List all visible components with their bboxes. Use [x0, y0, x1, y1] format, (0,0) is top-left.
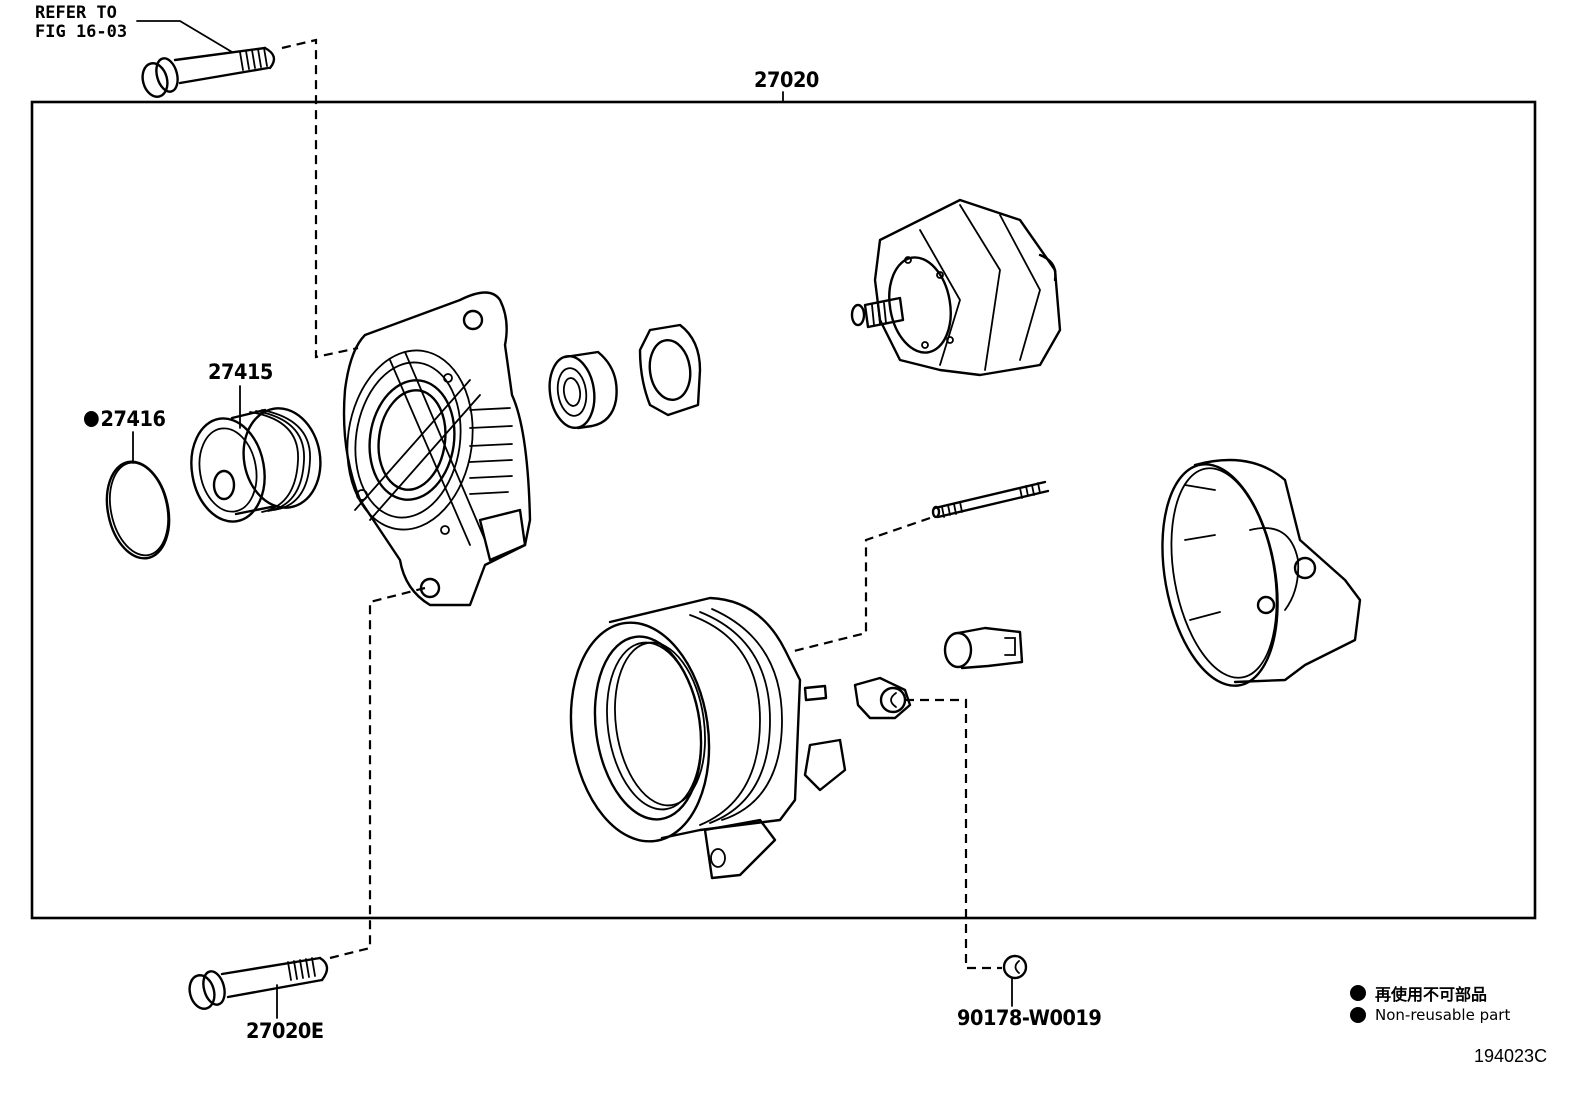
dash-bottom-bolt [329, 586, 426, 960]
part-label-27416-text: 27416 [100, 407, 166, 431]
part-label-90178-W0019[interactable]: 90178-W0019 [957, 1006, 1102, 1030]
pulley-27415[interactable] [184, 402, 329, 527]
legend-english-text: Non-reusable part [1375, 1006, 1511, 1024]
refer-leader [136, 20, 233, 53]
bearing-retainer-plate[interactable] [638, 323, 702, 417]
refer-line-2: FIG 16-03 [35, 22, 128, 42]
pulley-cap-27416[interactable] [98, 456, 177, 564]
mounting-bolt-top[interactable] [139, 46, 276, 100]
dash-stud [789, 516, 931, 654]
legend-japanese: 再使用不可部品 [1350, 981, 1487, 1005]
stud-bolt[interactable] [931, 480, 1050, 519]
brush-holder[interactable] [943, 626, 1024, 670]
assembly-part-number[interactable]: 27020 [754, 68, 819, 92]
bearing[interactable] [545, 350, 618, 431]
part-label-27416[interactable]: 27416 [84, 407, 166, 431]
non-reusable-dot-icon [1350, 1007, 1366, 1023]
non-reusable-dot-icon [1350, 985, 1366, 1001]
legend-english: Non-reusable part [1350, 1006, 1510, 1024]
stator-housing[interactable] [557, 596, 847, 880]
refer-label: REFER TO FIG 16-03 [35, 4, 127, 42]
legend-japanese-text: 再使用不可部品 [1375, 985, 1488, 1004]
non-reusable-marker-icon [84, 411, 99, 427]
nut-90178-W0019[interactable] [1002, 954, 1028, 980]
refer-line-1: REFER TO [35, 3, 117, 23]
rear-end-cover[interactable] [1146, 455, 1362, 695]
dash-top-bolt [281, 38, 359, 359]
part-label-27415[interactable]: 27415 [208, 360, 273, 384]
figure-code: 194023C [1474, 1046, 1548, 1066]
rotor[interactable] [850, 198, 1062, 377]
dash-nut [905, 698, 1002, 970]
through-bolt-27020E[interactable] [186, 956, 329, 1012]
part-label-27020E[interactable]: 27020E [246, 1019, 324, 1043]
regulator[interactable] [853, 676, 912, 720]
drive-end-frame[interactable] [336, 291, 532, 607]
